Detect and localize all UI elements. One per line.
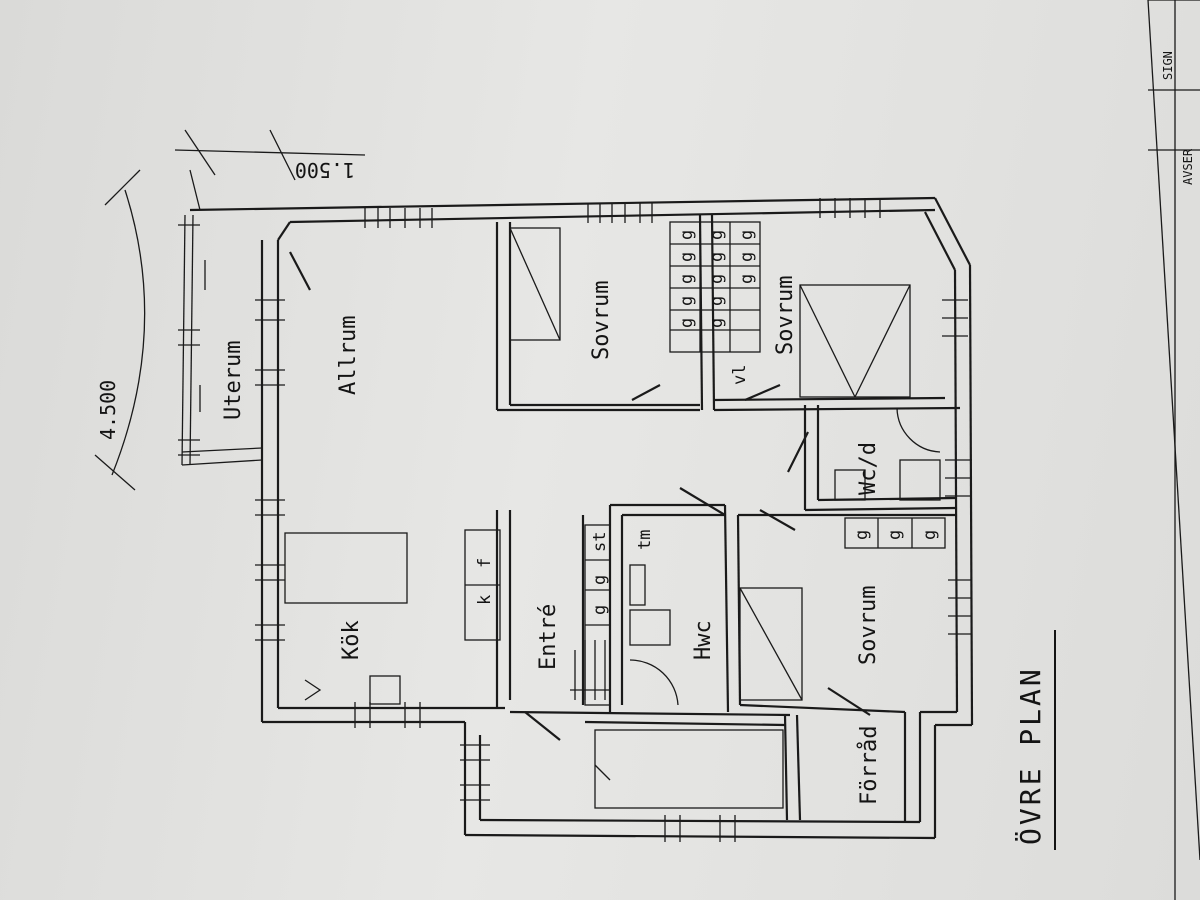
fixture-g: g xyxy=(707,296,727,306)
room-label-wcd: Wc/d xyxy=(856,442,881,495)
room-label-uterum: Uterum xyxy=(221,341,246,420)
fixture-tm: tm xyxy=(635,530,655,550)
dimension-lines xyxy=(94,129,366,491)
room-label-sovrum-1: Sovrum xyxy=(589,281,614,360)
title-block: SIGN AVSER xyxy=(1147,0,1200,900)
room-label-entre: Entré xyxy=(536,604,561,670)
fixture-g: g xyxy=(737,252,757,262)
fixture-g: g xyxy=(737,230,757,240)
fixture-g: g xyxy=(677,296,697,306)
wardrobe-grid xyxy=(464,221,946,706)
room-label-hwc: Hwc xyxy=(691,620,716,660)
title-block-sign: SIGN xyxy=(1161,51,1175,80)
windows xyxy=(178,198,972,842)
beds xyxy=(284,227,911,809)
dimension-width: 4.500 xyxy=(96,380,120,440)
fixture-g: g xyxy=(590,575,610,585)
stairs xyxy=(570,640,610,700)
room-label-kok: Kök xyxy=(339,620,364,660)
fixture-g: g xyxy=(677,274,697,284)
fixture-g: g xyxy=(707,274,727,284)
plan-title: ÖVRE PLAN xyxy=(1013,666,1047,845)
interior-walls xyxy=(495,214,961,822)
fixture-f: f xyxy=(475,558,495,568)
fixture-vl: vl xyxy=(730,365,750,385)
room-label-forrad: Förråd xyxy=(856,726,882,805)
door-swings xyxy=(629,407,941,706)
dimension-depth: 1.500 xyxy=(295,158,355,182)
doors xyxy=(289,251,871,741)
fixture-g: g xyxy=(707,252,727,262)
fixture-g: g xyxy=(677,230,697,240)
fixture-g: g xyxy=(677,252,697,262)
bathroom-fixtures xyxy=(304,459,941,705)
fixture-g: g xyxy=(920,530,940,540)
uterum-area xyxy=(181,214,263,466)
room-label-sovrum-2: Sovrum xyxy=(773,276,798,355)
fixture-g: g xyxy=(590,605,610,615)
room-label-sovrum-3: Sovrum xyxy=(856,586,881,665)
fixture-g: g xyxy=(707,318,727,328)
title-block-avser: AVSER xyxy=(1181,148,1195,185)
fixture-g: g xyxy=(885,530,905,540)
fixture-g: g xyxy=(707,230,727,240)
fixture-g: g xyxy=(737,274,757,284)
fixture-st: st xyxy=(590,532,610,552)
room-label-allrum: Allrum xyxy=(336,316,361,395)
fixture-k: k xyxy=(475,595,495,605)
exterior-walls xyxy=(189,196,974,840)
fixture-g: g xyxy=(852,530,872,540)
fixture-g: g xyxy=(677,318,697,328)
